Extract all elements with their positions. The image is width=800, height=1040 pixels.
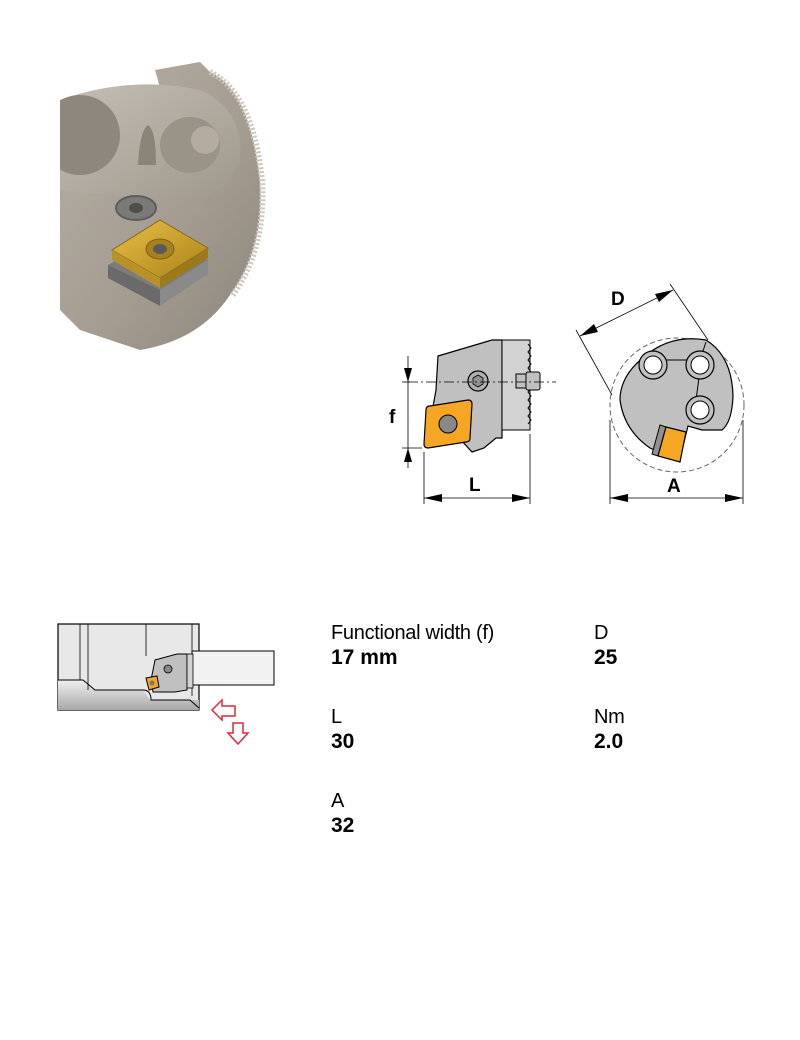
outer-diameter-circle [609, 337, 745, 473]
application-diagram [55, 620, 275, 755]
spec-value: 25 [594, 646, 618, 669]
feed-left-arrow-icon [210, 698, 236, 722]
boring-bar [191, 650, 275, 686]
feed-down-arrow-icon [226, 722, 250, 746]
spec-value: 2.0 [594, 730, 624, 753]
front-view-diagram: D A [560, 270, 760, 510]
dim-label-D: D [611, 289, 625, 310]
product-image [40, 60, 280, 360]
spec-label: D [594, 622, 609, 644]
spec-D: D 25 [594, 621, 617, 671]
side-view-diagram: f L [380, 330, 560, 510]
dim-label-A: A [667, 476, 681, 497]
spec-Nm: Nm 2.0 [594, 705, 625, 755]
spec-label: A [331, 790, 345, 812]
cutting-head-render [40, 62, 266, 350]
spec-A: A 32 [331, 789, 354, 839]
spec-value: 30 [331, 730, 355, 753]
spec-value: 17 mm [331, 646, 398, 669]
spec-label: Nm [594, 706, 625, 728]
spec-functional-width: Functional width (f) 17 mm [331, 621, 494, 671]
dim-label-f: f [389, 407, 396, 428]
spec-label: Functional width (f) [331, 622, 494, 644]
dim-label-L: L [469, 475, 481, 496]
insert [657, 426, 687, 463]
spec-L: L 30 [331, 705, 354, 755]
spec-label: L [331, 706, 342, 728]
spec-value: 32 [331, 814, 355, 837]
